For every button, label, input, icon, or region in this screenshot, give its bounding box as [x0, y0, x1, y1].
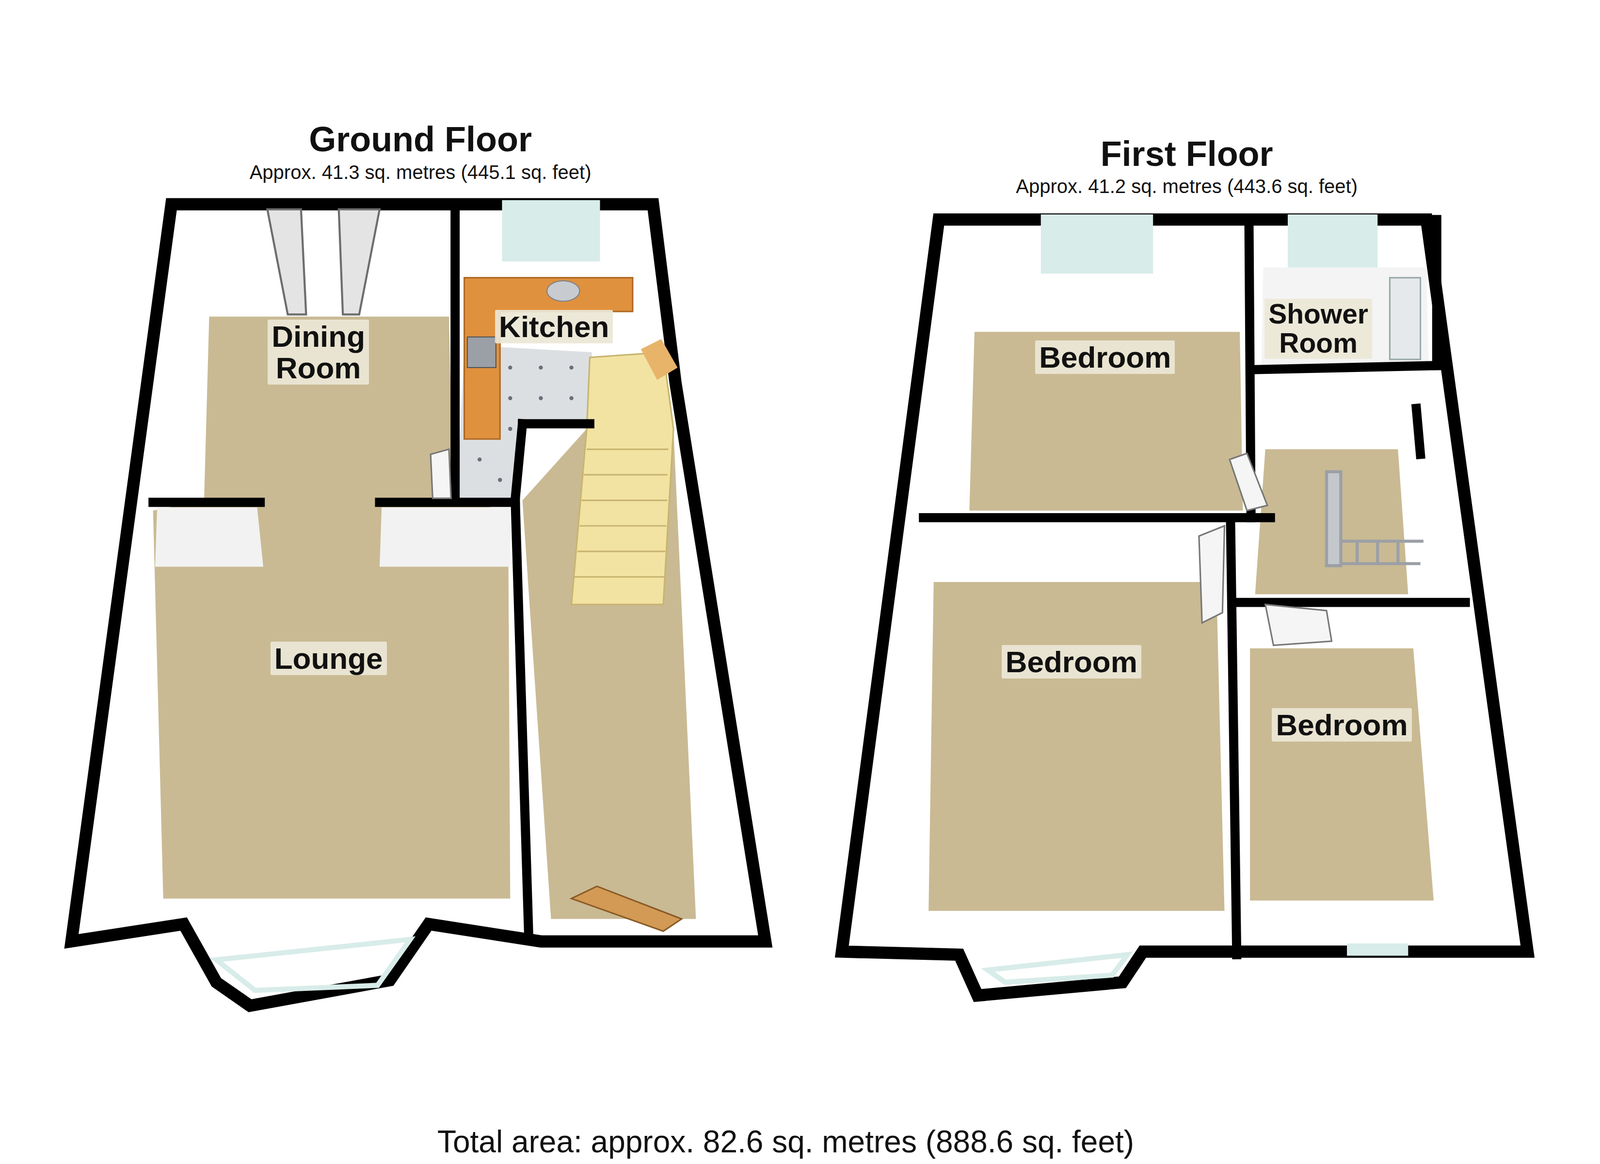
landing-floor [1255, 448, 1409, 594]
stair-treads [574, 448, 669, 577]
floor-area: Approx. 41.3 sq. metres (445.1 sq. feet) [63, 160, 778, 184]
door [430, 448, 451, 498]
sink [546, 280, 580, 302]
stair-banister [1326, 471, 1424, 566]
floor [928, 581, 1225, 911]
room-label: Bedroom [1001, 644, 1142, 679]
floor-heading: Ground Floor [63, 118, 778, 160]
floor-plan: First FloorApprox. 41.2 sq. metres (443.… [834, 124, 1539, 1011]
room: Kitchen [495, 309, 613, 344]
banister [640, 338, 678, 380]
stairs [571, 352, 674, 605]
room: Bedroom [1035, 340, 1175, 374]
floor-heading: First Floor [834, 132, 1539, 175]
floor [1249, 648, 1434, 901]
bay-window [987, 954, 1128, 982]
french-doors [267, 209, 380, 315]
front-door [571, 885, 682, 931]
room: Shower Room [1264, 298, 1373, 359]
doors [1199, 453, 1332, 646]
floor-plan: Ground FloorApprox. 41.3 sq. metres (445… [63, 110, 778, 1021]
wall-face [155, 507, 511, 567]
interior-walls [923, 219, 1466, 955]
floor [969, 331, 1243, 511]
shower-tray [1389, 277, 1421, 360]
window [1346, 943, 1408, 956]
bay-window [216, 939, 411, 991]
shower-floor [1261, 267, 1429, 370]
room-label: Bedroom [1271, 707, 1412, 742]
caption: Total area: approx. 82.6 sq. metres (888… [437, 1123, 1135, 1160]
room-label: Lounge [270, 641, 387, 675]
window [1287, 214, 1378, 268]
outer-wall [841, 219, 1528, 996]
room-label: Kitchen [495, 309, 613, 344]
floor-area: Approx. 41.2 sq. metres (443.6 sq. feet) [834, 174, 1539, 198]
room: Lounge [270, 641, 387, 675]
outer-wall [71, 204, 766, 1006]
room: Bedroom [1001, 644, 1142, 679]
room-label: Bedroom [1035, 340, 1175, 374]
hob [467, 336, 496, 368]
room-label: Dining Room [267, 319, 369, 385]
window [501, 200, 600, 262]
room: Dining Room [267, 319, 369, 385]
room: Bedroom [1271, 707, 1412, 742]
window [1040, 214, 1154, 274]
room-label: Shower Room [1264, 298, 1373, 359]
